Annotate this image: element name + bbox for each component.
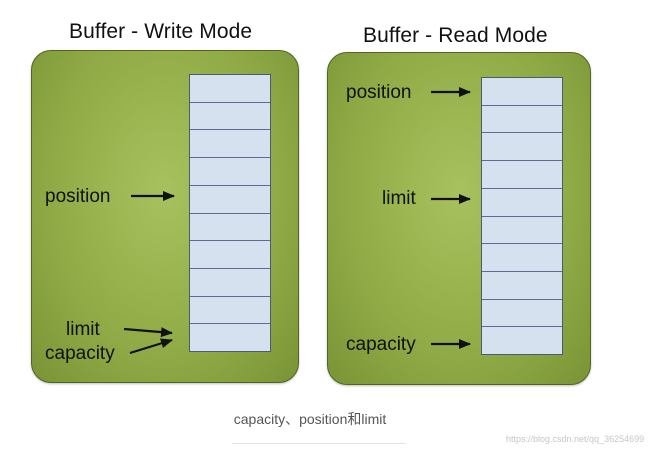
read-mode-title: Buffer - Read Mode [363,24,548,47]
caption-divider [232,443,406,444]
write-buffer-cell [190,75,270,103]
write-buffer-cell [190,241,270,269]
write-buffer-cell [190,268,270,297]
write-mode-title: Buffer - Write Mode [69,20,253,43]
figure-caption: capacity、position和limit [233,411,387,427]
write-buffer-cell [190,130,270,159]
write-capacity-arrow [129,338,173,355]
write-buffer-cell [190,296,270,325]
read-buffer-cell [482,161,562,189]
read-buffer-cells [481,77,563,355]
write-buffer-cells [189,74,271,352]
read-buffer-cell [482,188,562,217]
read-limit-label: limit [382,188,416,209]
write-buffer-cell [190,102,270,131]
write-buffer-cell [190,324,270,352]
write-limit-arrow [123,327,173,338]
read-capacity-label: capacity [346,334,416,355]
write-buffer-cell [190,158,270,186]
read-buffer-cell [482,133,562,162]
write-limit-label: limit [66,319,100,340]
read-position-label: position [346,82,412,103]
read-mode-panel [327,52,591,385]
read-buffer-cell [482,299,562,328]
read-buffer-cell [482,216,562,245]
read-buffer-cell [482,271,562,300]
write-position-label: position [45,186,111,207]
write-mode-panel [31,50,299,383]
read-buffer-cell [482,78,562,106]
read-buffer-cell [482,327,562,355]
read-buffer-cell [482,244,562,272]
write-buffer-cell [190,213,270,242]
write-capacity-label: capacity [45,343,115,364]
watermark-url: https://blog.csdn.net/qq_36254699 [506,434,645,444]
write-buffer-cell [190,185,270,214]
read-buffer-cell [482,105,562,134]
